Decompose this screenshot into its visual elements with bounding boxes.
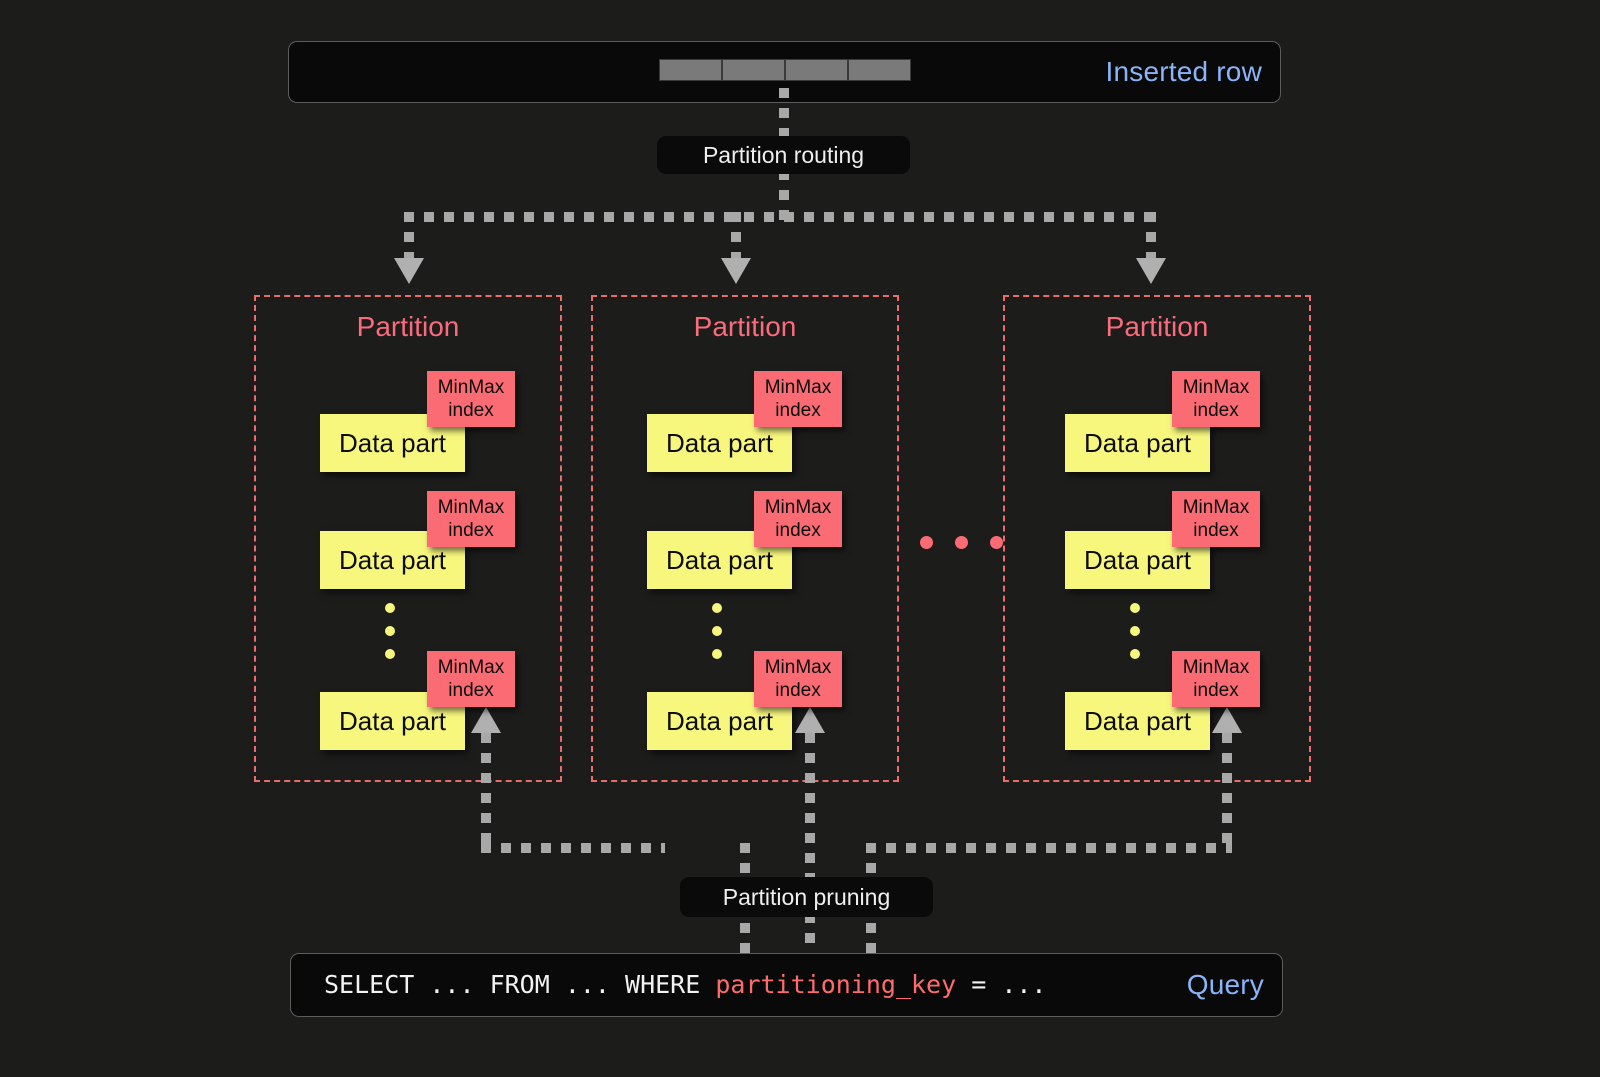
minmax-index-2-1: MinMax index <box>754 371 842 427</box>
connector-pruning-up-2 <box>805 733 815 953</box>
data-part-label: Data part <box>666 544 773 575</box>
connector-routing-down <box>779 170 789 220</box>
data-part-label: Data part <box>1084 427 1191 458</box>
minmax-index-2-3: MinMax index <box>754 651 842 707</box>
partition-pruning-label: Partition pruning <box>722 883 891 910</box>
minmax-line2: index <box>1193 680 1239 701</box>
data-part-ellipsis-3 <box>1130 603 1140 659</box>
connector-fan-horizontal <box>404 212 1156 222</box>
arrow-down-partition-3 <box>1136 258 1166 284</box>
connector-drop-partition-3 <box>1146 212 1156 262</box>
minmax-line2: index <box>448 520 494 541</box>
data-part-label: Data part <box>666 427 773 458</box>
sql-suffix: = ... <box>956 970 1047 999</box>
row-cell-2 <box>722 59 785 81</box>
minmax-line1: MinMax <box>764 497 832 518</box>
arrow-up-partition-1 <box>471 707 501 733</box>
minmax-index-3-2: MinMax index <box>1172 491 1260 547</box>
minmax-index-3-1: MinMax index <box>1172 371 1260 427</box>
minmax-line1: MinMax <box>764 657 832 678</box>
partition-pruning-box[interactable]: Partition pruning <box>680 877 933 917</box>
minmax-line1: MinMax <box>1182 657 1250 678</box>
sql-query-text[interactable]: SELECT ... FROM ... WHERE partitioning_k… <box>324 970 1046 999</box>
partition-box-3: Partition MinMax index Data part MinMax … <box>1003 295 1311 782</box>
minmax-line1: MinMax <box>1182 497 1250 518</box>
minmax-line2: index <box>775 520 821 541</box>
partition-box-2: Partition MinMax index Data part MinMax … <box>591 295 899 782</box>
between-partitions-ellipsis <box>920 536 1003 549</box>
connector-pruning-h-1 <box>481 843 665 853</box>
data-part-1-2: Data part <box>320 531 465 589</box>
minmax-line2: index <box>775 400 821 421</box>
minmax-line2: index <box>1193 400 1239 421</box>
sql-partitioning-key: partitioning_key <box>715 970 957 999</box>
minmax-index-3-3: MinMax index <box>1172 651 1260 707</box>
minmax-line1: MinMax <box>1182 377 1250 398</box>
inserted-row-cells <box>659 59 911 81</box>
data-part-label: Data part <box>1084 705 1191 736</box>
row-cell-4 <box>848 59 911 81</box>
minmax-index-1-3: MinMax index <box>427 651 515 707</box>
query-label: Query <box>1186 969 1264 1000</box>
connector-pruning-up-3 <box>1222 733 1232 848</box>
partition-routing-box[interactable]: Partition routing <box>657 136 910 174</box>
inserted-row-label: Inserted row <box>1105 56 1262 87</box>
connector-drop-partition-1 <box>404 212 414 262</box>
minmax-line2: index <box>775 680 821 701</box>
connector-row-to-routing <box>779 88 789 142</box>
minmax-line2: index <box>1193 520 1239 541</box>
query-bar: SELECT ... FROM ... WHERE partitioning_k… <box>290 953 1283 1017</box>
data-part-label: Data part <box>339 427 446 458</box>
data-part-3-1: Data part <box>1065 414 1210 472</box>
data-part-ellipsis-1 <box>385 603 395 659</box>
minmax-index-1-1: MinMax index <box>427 371 515 427</box>
minmax-line1: MinMax <box>437 497 505 518</box>
data-part-label: Data part <box>666 705 773 736</box>
partition-title-1: Partition <box>356 311 460 342</box>
minmax-line1: MinMax <box>437 377 505 398</box>
connector-pruning-up-1 <box>481 733 491 848</box>
partition-box-1: Partition MinMax index Data part MinMax … <box>254 295 562 782</box>
data-part-label: Data part <box>339 544 446 575</box>
minmax-line2: index <box>448 400 494 421</box>
arrow-up-partition-3 <box>1212 707 1242 733</box>
sql-prefix: SELECT ... FROM ... WHERE <box>324 970 716 999</box>
minmax-index-2-2: MinMax index <box>754 491 842 547</box>
arrow-down-partition-1 <box>394 258 424 284</box>
minmax-line2: index <box>448 680 494 701</box>
row-cell-3 <box>785 59 848 81</box>
connector-pruning-h-3 <box>866 843 1232 853</box>
row-cell-1 <box>659 59 722 81</box>
arrow-down-partition-2 <box>721 258 751 284</box>
data-part-label: Data part <box>339 705 446 736</box>
arrow-up-partition-2 <box>795 707 825 733</box>
partition-routing-label: Partition routing <box>702 141 865 168</box>
minmax-line1: MinMax <box>437 657 505 678</box>
minmax-index-1-2: MinMax index <box>427 491 515 547</box>
connector-drop-partition-2 <box>731 212 741 262</box>
data-part-ellipsis-2 <box>712 603 722 659</box>
partition-title-2: Partition <box>693 311 797 342</box>
minmax-line1: MinMax <box>764 377 832 398</box>
partition-title-3: Partition <box>1105 311 1209 342</box>
data-part-label: Data part <box>1084 544 1191 575</box>
